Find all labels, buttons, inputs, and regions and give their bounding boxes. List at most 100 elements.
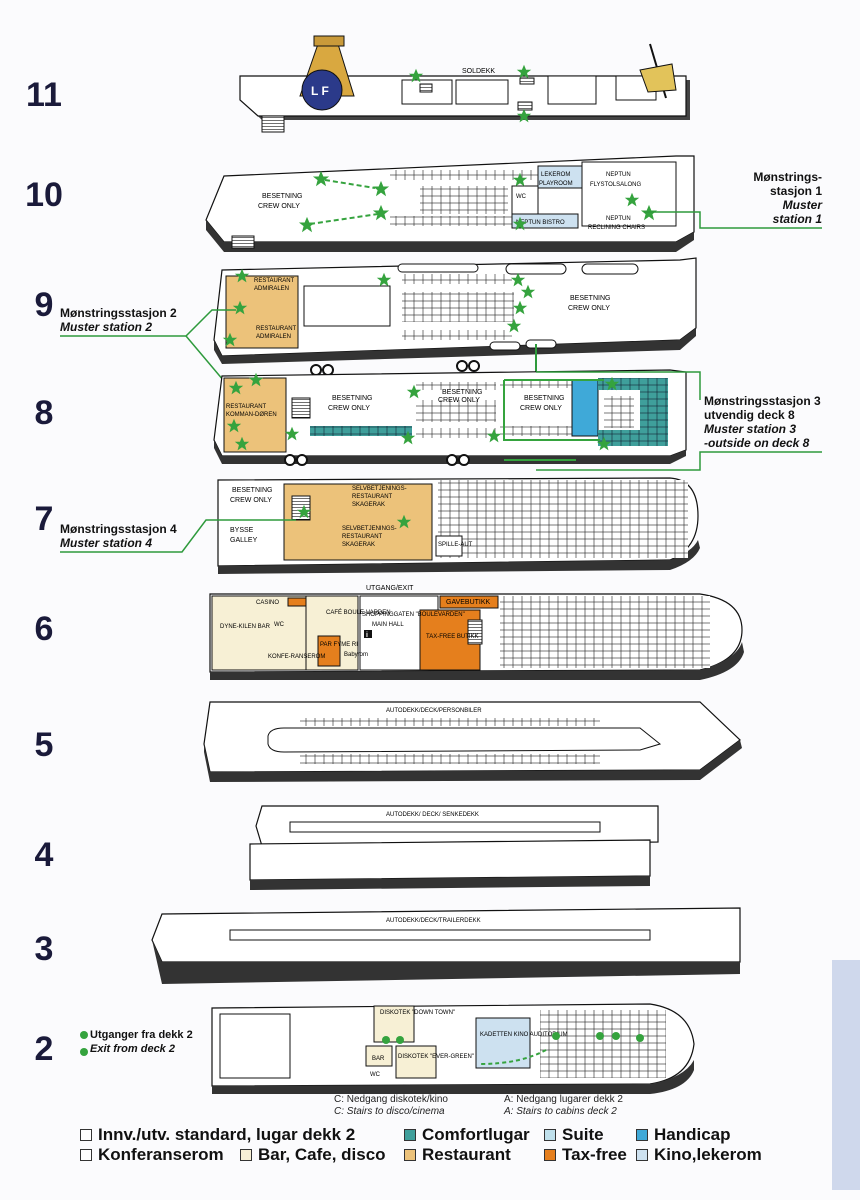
caption-c-no: C: Nedgang diskotek/kino (334, 1094, 448, 1105)
selvbet-bot-label2: RESTAURANT (342, 534, 383, 540)
legend-item: Kino,lekerom (636, 1145, 762, 1165)
legend-swatch (80, 1129, 92, 1141)
restaurant-kommandoren-label: RESTAURANT (226, 404, 267, 410)
deck-number-8: 8 (34, 394, 54, 432)
besetning-label: BESETNING (332, 395, 372, 402)
wc-label: WC (274, 622, 285, 628)
legend-item: Innv./utv. standard, lugar dekk 2 (80, 1125, 355, 1145)
legend-label: Konferanserom (98, 1145, 224, 1164)
muster-4-en: Muster station 4 (60, 536, 153, 550)
crew-only-label: CREW ONLY (438, 397, 480, 404)
legend-label: Innv./utv. standard, lugar dekk 2 (98, 1125, 356, 1144)
legend-item: Restaurant (404, 1145, 511, 1165)
dynekilen-label: DYNE-KILEN BAR (220, 624, 271, 630)
taxfree-butikk-label: TAX-FREE BUTIKK (426, 634, 479, 640)
deck-8: RESTAURANT KOMMAN-DØREN BESETNING CREW O… (213, 369, 822, 471)
legend-swatch (240, 1149, 252, 1161)
playroom-label: PLAYROOM (539, 181, 573, 187)
bysse-label: BYSSE (230, 527, 254, 534)
legend-label: Kino,lekerom (654, 1145, 762, 1164)
neptun-bistro-label: NEPTUN BISTRO (516, 220, 565, 226)
muster-station-2-label: Mønstringsstasjon 2 Muster station 2 (60, 306, 210, 334)
legend-label: Handicap (654, 1125, 731, 1144)
muster-4-no: Mønstringsstasjon 4 (60, 522, 177, 536)
diskotek-ever-label: DISKOTEK "EVER-GREEN" (398, 1054, 474, 1060)
deck-4: AUTODEKK/ DECK/ SENKEDEKK (249, 805, 659, 890)
deck-number-2: 2 (34, 1030, 54, 1068)
admiralen-label: ADMIRALEN (254, 286, 289, 292)
legend-swatch (636, 1129, 648, 1141)
muster-2-en: Muster station 2 (60, 320, 153, 334)
svg-text:i: i (366, 632, 368, 639)
deck-number-3: 3 (34, 930, 54, 968)
muster-3-en2: -outside on deck 8 (704, 436, 810, 450)
caption-a-no: A: Nedgang lugarer dekk 2 (504, 1094, 623, 1105)
besetning-label: BESETNING (262, 193, 302, 200)
babyrom-label: Babyrom (344, 652, 368, 658)
wc-label: WC (516, 194, 527, 200)
konferanserom-label: KONFE-RANSEROM (268, 654, 325, 660)
kadetten-label: KADETTEN KINO AUDITORIUM (480, 1032, 568, 1038)
legend-item: Konferanserom (80, 1145, 224, 1165)
gavebutikk-label: GAVEBUTIKK (446, 599, 491, 606)
besetning-label: BESETNING (524, 395, 564, 402)
crew-only-label: CREW ONLY (258, 203, 300, 210)
lekerom-label: LEKEROM (541, 172, 570, 178)
caption-a: A: Nedgang lugarer dekk 2 A: Stairs to c… (504, 1094, 623, 1118)
deck-number-6: 6 (34, 610, 54, 648)
exit-deck-2-label: Utganger fra dekk 2 Exit from deck 2 (90, 1028, 230, 1056)
soldekk-label: SOLDEKK (462, 68, 495, 75)
skagerak-bot-label: SKAGERAK (342, 542, 375, 548)
bar-label: BAR (372, 1056, 385, 1062)
muster-station-4-label: Mønstringsstasjon 4 Muster station 4 (60, 522, 210, 550)
reclining-label: RECLINING CHAIRS (588, 225, 645, 231)
muster-3-no: Mønstringsstasjon 3 (704, 394, 821, 408)
exit-2-no: Utganger fra dekk 2 (90, 1029, 193, 1041)
legend-item: Tax-free (544, 1145, 627, 1165)
crew-only-label: CREW ONLY (568, 305, 610, 312)
muster-1-en2: station 1 (772, 212, 822, 226)
autodekk5-label: AUTODEKK/DECK/PERSONBILER (386, 708, 482, 714)
besetning-label: BESETNING (232, 487, 272, 494)
neptun-reclining-label: NEPTUN (606, 216, 631, 222)
muster-1-no: Mønstrings- (753, 170, 822, 184)
company-logo-letters: L F (311, 84, 329, 98)
caption-a-en: A: Stairs to cabins deck 2 (504, 1106, 617, 1117)
wc-label: WC (370, 1072, 381, 1078)
muster-1-no2: stasjon 1 (769, 184, 822, 198)
besetning-label: BESETNING (442, 389, 482, 396)
autodekk4-label: AUTODEKK/ DECK/ SENKEDEKK (386, 812, 479, 818)
legend-swatch (404, 1149, 416, 1161)
muster-3-no2: utvendig deck 8 (704, 408, 795, 422)
company-logo (301, 69, 343, 111)
shopping-label: SHOPPINGGATEN "BOULEVARDEN" (362, 612, 465, 618)
restaurant-admiralen2-label: RESTAURANT (256, 326, 297, 332)
legend-label: Comfortlugar (422, 1125, 530, 1144)
legend-label: Restaurant (422, 1145, 511, 1164)
selvbet-bot-label: SELVBETJENINGS- (342, 526, 397, 532)
muster-3-en: Muster station 3 (704, 422, 797, 436)
muster-station-3-label: Mønstringsstasjon 3 utvendig deck 8 Must… (704, 394, 834, 450)
crew-only-label: CREW ONLY (520, 405, 562, 412)
crew-only-label: CREW ONLY (230, 497, 272, 504)
legend-label: Tax-free (562, 1145, 627, 1164)
deck-3: AUTODEKK/DECK/TRAILERDEKK (151, 907, 741, 984)
deck-number-10: 10 (25, 176, 63, 214)
deck-11: SOLDEKK L F (239, 35, 690, 133)
deck-10: LEKEROM PLAYROOM NEPTUN FLYSTOLSALONG NE… (205, 155, 822, 252)
deck-2: DISKOTEK "DOWN TOWN" DISKOTEK "EVER-GREE… (80, 1003, 695, 1094)
deck-number-11: 11 (26, 76, 62, 114)
page-edge-decoration (832, 960, 860, 1190)
autodekk3-label: AUTODEKK/DECK/TRAILERDEKK (386, 918, 481, 924)
deck-number-7: 7 (34, 500, 54, 538)
exit-2-en: Exit from deck 2 (90, 1043, 175, 1055)
legend-item: Handicap (636, 1125, 731, 1145)
muster-2-no: Mønstringsstasjon 2 (60, 306, 177, 320)
casino-label: CASINO (256, 600, 279, 606)
legend-label: Bar, Cafe, disco (258, 1145, 386, 1164)
deck-number-9: 9 (34, 286, 54, 324)
neptun-flystol-label: NEPTUN (606, 172, 631, 178)
legend-swatch (636, 1149, 648, 1161)
admiralen2-label: ADMIRALEN (256, 334, 291, 340)
